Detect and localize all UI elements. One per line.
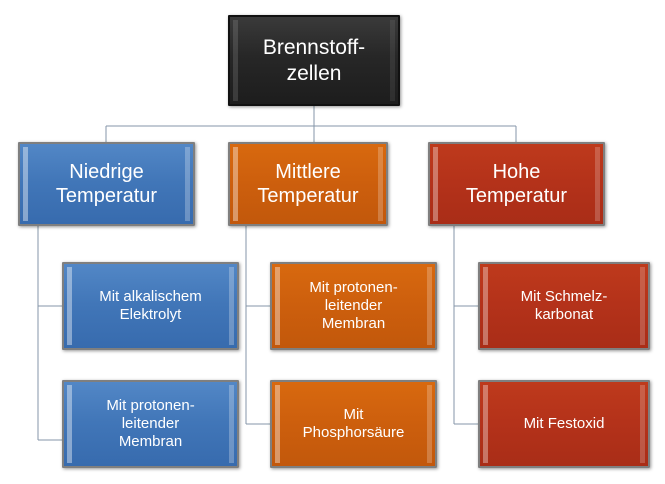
node-leaf-mit-festoxid[interactable]: Mit Festoxid [478, 380, 650, 468]
node-root[interactable]: Brennstoff- zellen [228, 15, 400, 106]
node-leaf-b3-c2-label: Mit Festoxid [523, 414, 605, 432]
node-branch-niedrige-temperatur[interactable]: Niedrige Temperatur [18, 142, 195, 226]
node-leaf-b1-c1-label: Mit alkalischem Elektrolyt [99, 287, 202, 323]
node-leaf-b2-c1-label: Mit protonen- leitender Membran [309, 278, 398, 333]
node-leaf-b3-c1-label: Mit Schmelz- karbonat [520, 287, 608, 323]
node-branch-3-label: Hohe Temperatur [465, 160, 568, 207]
node-branch-1-label: Niedrige Temperatur [55, 160, 158, 207]
node-branch-hohe-temperatur[interactable]: Hohe Temperatur [428, 142, 605, 226]
node-root-label: Brennstoff- zellen [262, 35, 366, 85]
node-leaf-mit-protonenleitender-membran-orange[interactable]: Mit protonen- leitender Membran [270, 262, 437, 350]
node-branch-2-label: Mittlere Temperatur [257, 160, 359, 207]
node-leaf-b1-c2-label: Mit protonen- leitender Membran [106, 396, 195, 451]
node-leaf-mit-schmelzkarbonat[interactable]: Mit Schmelz- karbonat [478, 262, 650, 350]
node-leaf-mit-protonenleitender-membran-blue[interactable]: Mit protonen- leitender Membran [62, 380, 239, 468]
node-leaf-mit-alkalischem-elektrolyt[interactable]: Mit alkalischem Elektrolyt [62, 262, 239, 350]
node-leaf-mit-phosphorsaeure[interactable]: Mit Phosphorsäure [270, 380, 437, 468]
node-branch-mittlere-temperatur[interactable]: Mittlere Temperatur [228, 142, 388, 226]
node-leaf-b2-c2-label: Mit Phosphorsäure [302, 405, 405, 441]
